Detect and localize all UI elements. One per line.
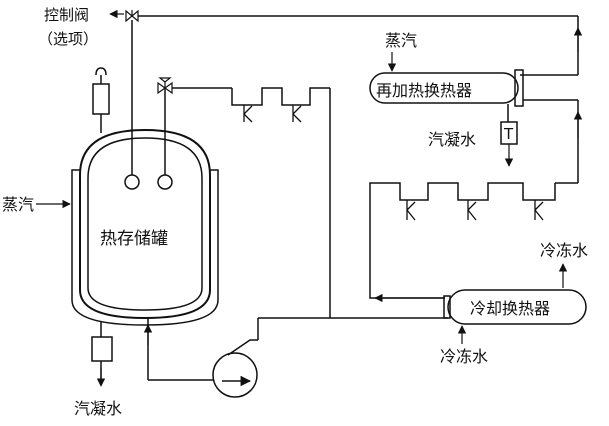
cooling-exchanger-label: 冷却换热器 xyxy=(470,299,550,318)
bottom-trap xyxy=(91,322,113,380)
control-valve-line xyxy=(131,15,579,175)
level-gauge-icon xyxy=(92,67,110,133)
upper-trap-line xyxy=(164,87,331,318)
valve-2-icon xyxy=(157,77,173,95)
steam-trap-icons xyxy=(243,105,302,123)
steam-left-label: 蒸汽 xyxy=(2,195,34,214)
chilled-water-out-label: 冷冻水 xyxy=(540,241,588,260)
control-valve-label: 控制阀 xyxy=(44,6,89,24)
heat-storage-tank xyxy=(71,128,219,326)
reheat-exchanger-label: 再加热换热器 xyxy=(376,81,472,100)
pump-icon xyxy=(212,339,258,398)
condensate-bottom-label: 汽凝水 xyxy=(74,399,122,418)
condensate-right-label: 汽凝水 xyxy=(428,130,476,149)
control-valve-icon xyxy=(125,9,139,23)
trap-t-icon: T xyxy=(500,121,518,145)
lower-steam-traps xyxy=(406,200,544,221)
steam-top-label: 蒸汽 xyxy=(385,31,417,50)
svg-text:T: T xyxy=(503,125,514,143)
tank-nozzles xyxy=(124,174,173,190)
tank-label: 热存储罐 xyxy=(100,229,168,249)
optional-label: （选项） xyxy=(38,30,98,48)
bottom-loop xyxy=(147,317,448,381)
reheat-exchanger xyxy=(369,69,524,107)
chilled-water-in-label: 冷冻水 xyxy=(440,347,488,366)
